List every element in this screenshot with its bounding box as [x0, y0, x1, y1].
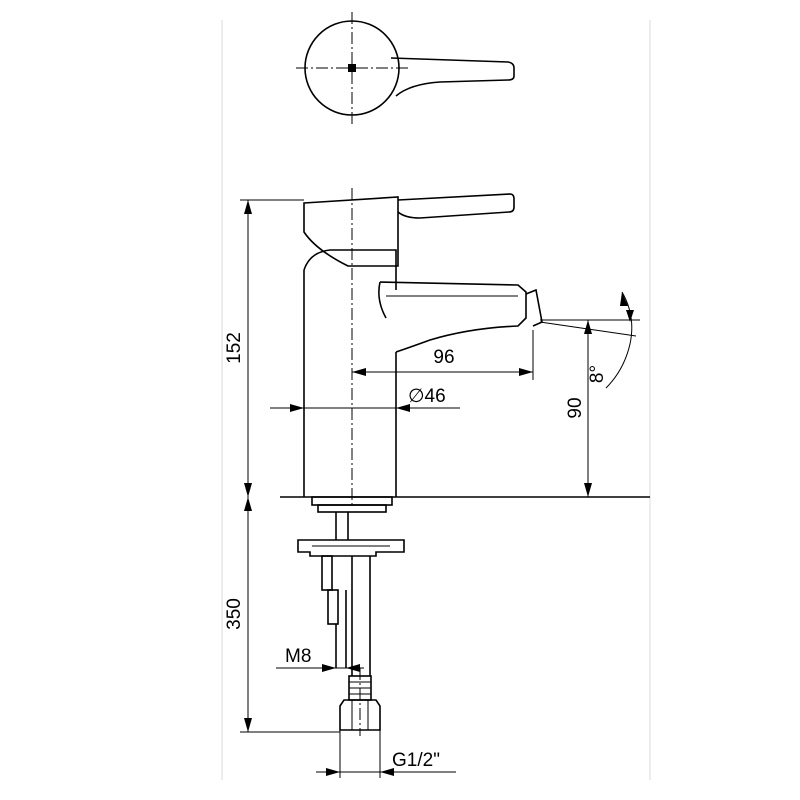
stud-thread-label: M8 — [285, 646, 311, 667]
spout-angle-label: 8° — [587, 365, 608, 383]
dimension-spout-angle: 8° — [539, 291, 637, 389]
supply-length-label: 350 — [224, 598, 245, 630]
connector-thread-label: G1/2" — [392, 750, 440, 771]
sheet-frame — [221, 20, 651, 780]
faucet-side-view — [280, 188, 650, 508]
spout-reach-label: 96 — [433, 347, 454, 368]
dimension-supply-length: 350 — [224, 497, 340, 733]
dimension-body-diameter: ∅46 — [270, 386, 460, 412]
mounting-hardware — [297, 496, 405, 736]
height-label: 152 — [224, 332, 245, 364]
dimension-spout-reach: 96 — [352, 330, 534, 380]
dimension-height: 152 — [224, 199, 304, 497]
spout-height-label: 90 — [565, 397, 586, 418]
top-view — [296, 12, 515, 124]
dimension-stud-thread: M8 — [276, 646, 364, 672]
body-diameter-label: ∅46 — [408, 386, 446, 407]
dimension-spout-height: 90 — [540, 319, 640, 497]
dimension-connector-thread: G1/2" — [316, 730, 456, 778]
